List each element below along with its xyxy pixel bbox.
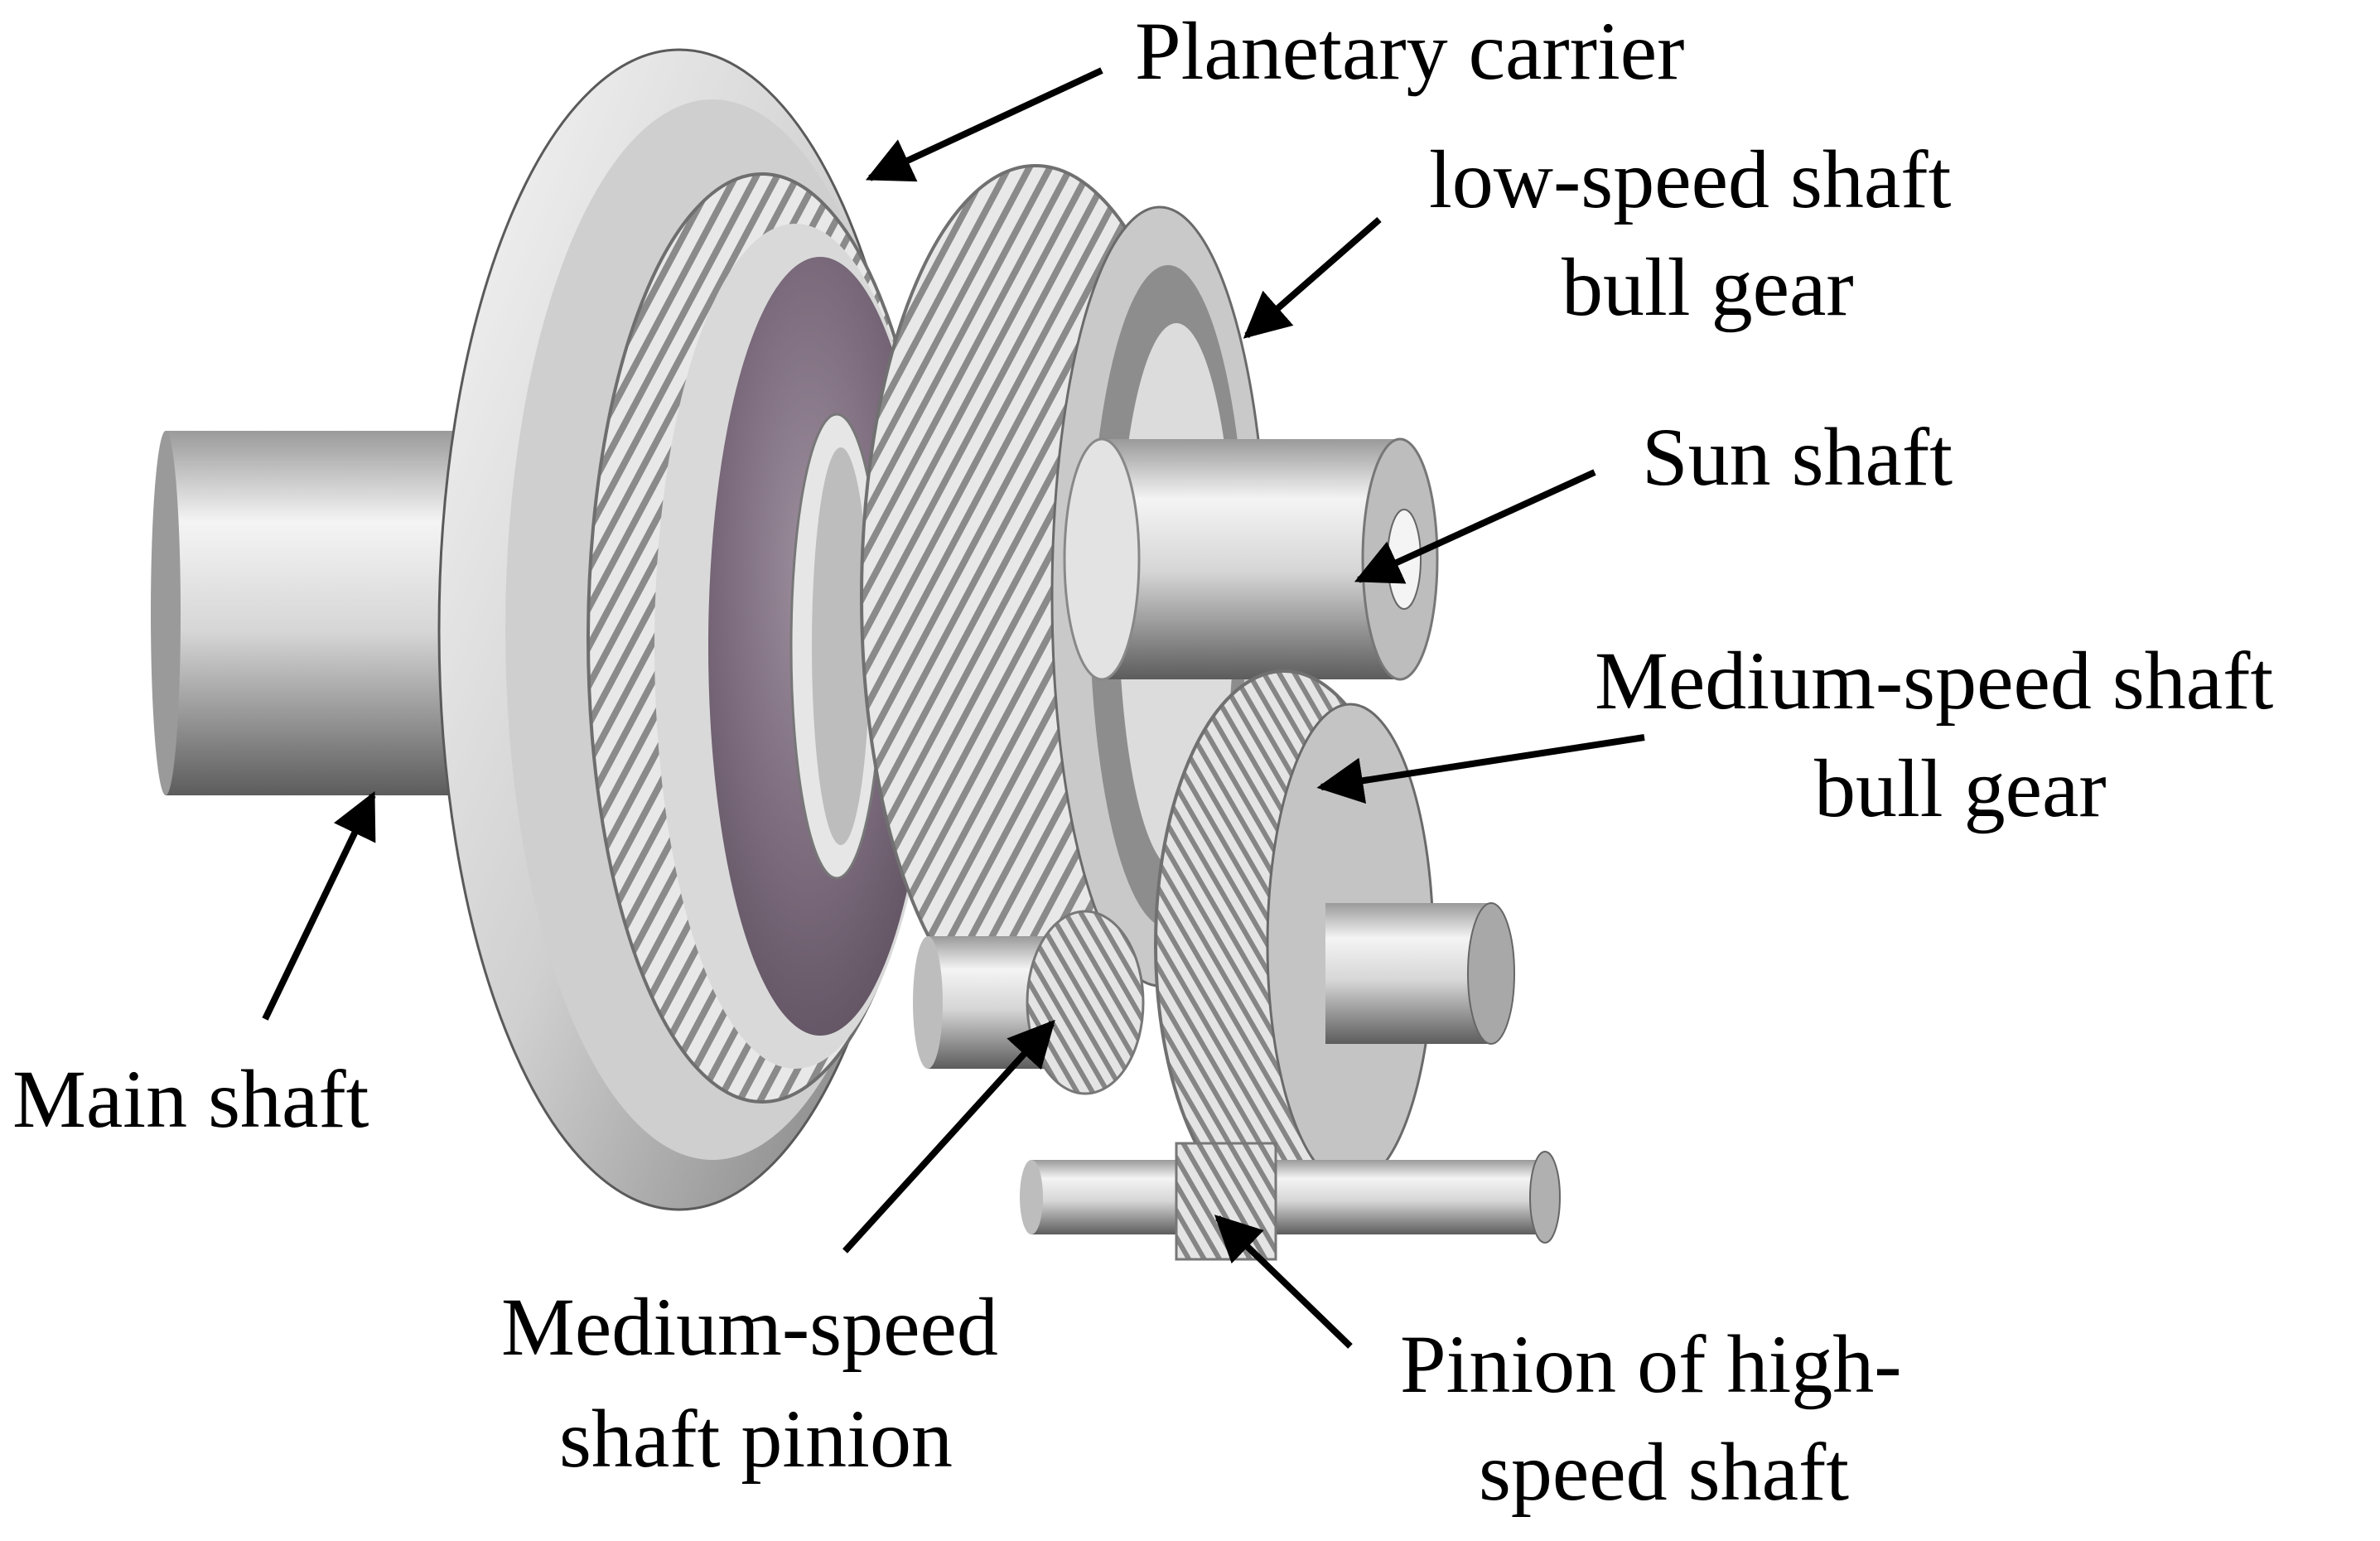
- label-medium-pinion-line1: Medium-speed: [501, 1281, 998, 1373]
- label-medium-pinion-line2: shaft pinion: [559, 1393, 953, 1485]
- arrow-high-speed-pinion: [1214, 1215, 1353, 1349]
- arrow-medium-speed-pinion: [842, 1019, 1055, 1254]
- arrow-medium-speed-bull-gear: [1316, 734, 1645, 804]
- label-low-speed-line1: low-speed shaft: [1429, 133, 1952, 225]
- sun-shaft: [1063, 437, 1439, 681]
- planetary-carrier: [437, 48, 938, 1211]
- arrow-main-shaft: [262, 790, 376, 1021]
- arrow-planetary-carrier: [865, 67, 1103, 182]
- label-main-shaft: Main shaft: [12, 1053, 369, 1145]
- label-sun-shaft: Sun shaft: [1642, 411, 1953, 503]
- label-planetary-carrier: Planetary carrier: [1135, 5, 1684, 97]
- medium-speed-shaft-pinion: [913, 910, 1145, 1095]
- label-medium-gear-line2: bull gear: [1814, 742, 2107, 834]
- high-speed-shaft-pinion: [1020, 1142, 1561, 1261]
- medium-speed-shaft-bull-gear: [1154, 669, 1515, 1220]
- arrow-low-speed-bull-gear: [1243, 216, 1382, 339]
- label-medium-gear-line1: Medium-speed shaft: [1595, 635, 2273, 727]
- label-low-speed-line2: bull gear: [1562, 241, 1854, 333]
- arrow-sun-shaft: [1354, 469, 1596, 584]
- leader-arrows: [262, 67, 1645, 1349]
- label-high-pinion-line1: Pinion of high-: [1400, 1318, 1902, 1410]
- label-high-pinion-line2: speed shaft: [1479, 1426, 1849, 1518]
